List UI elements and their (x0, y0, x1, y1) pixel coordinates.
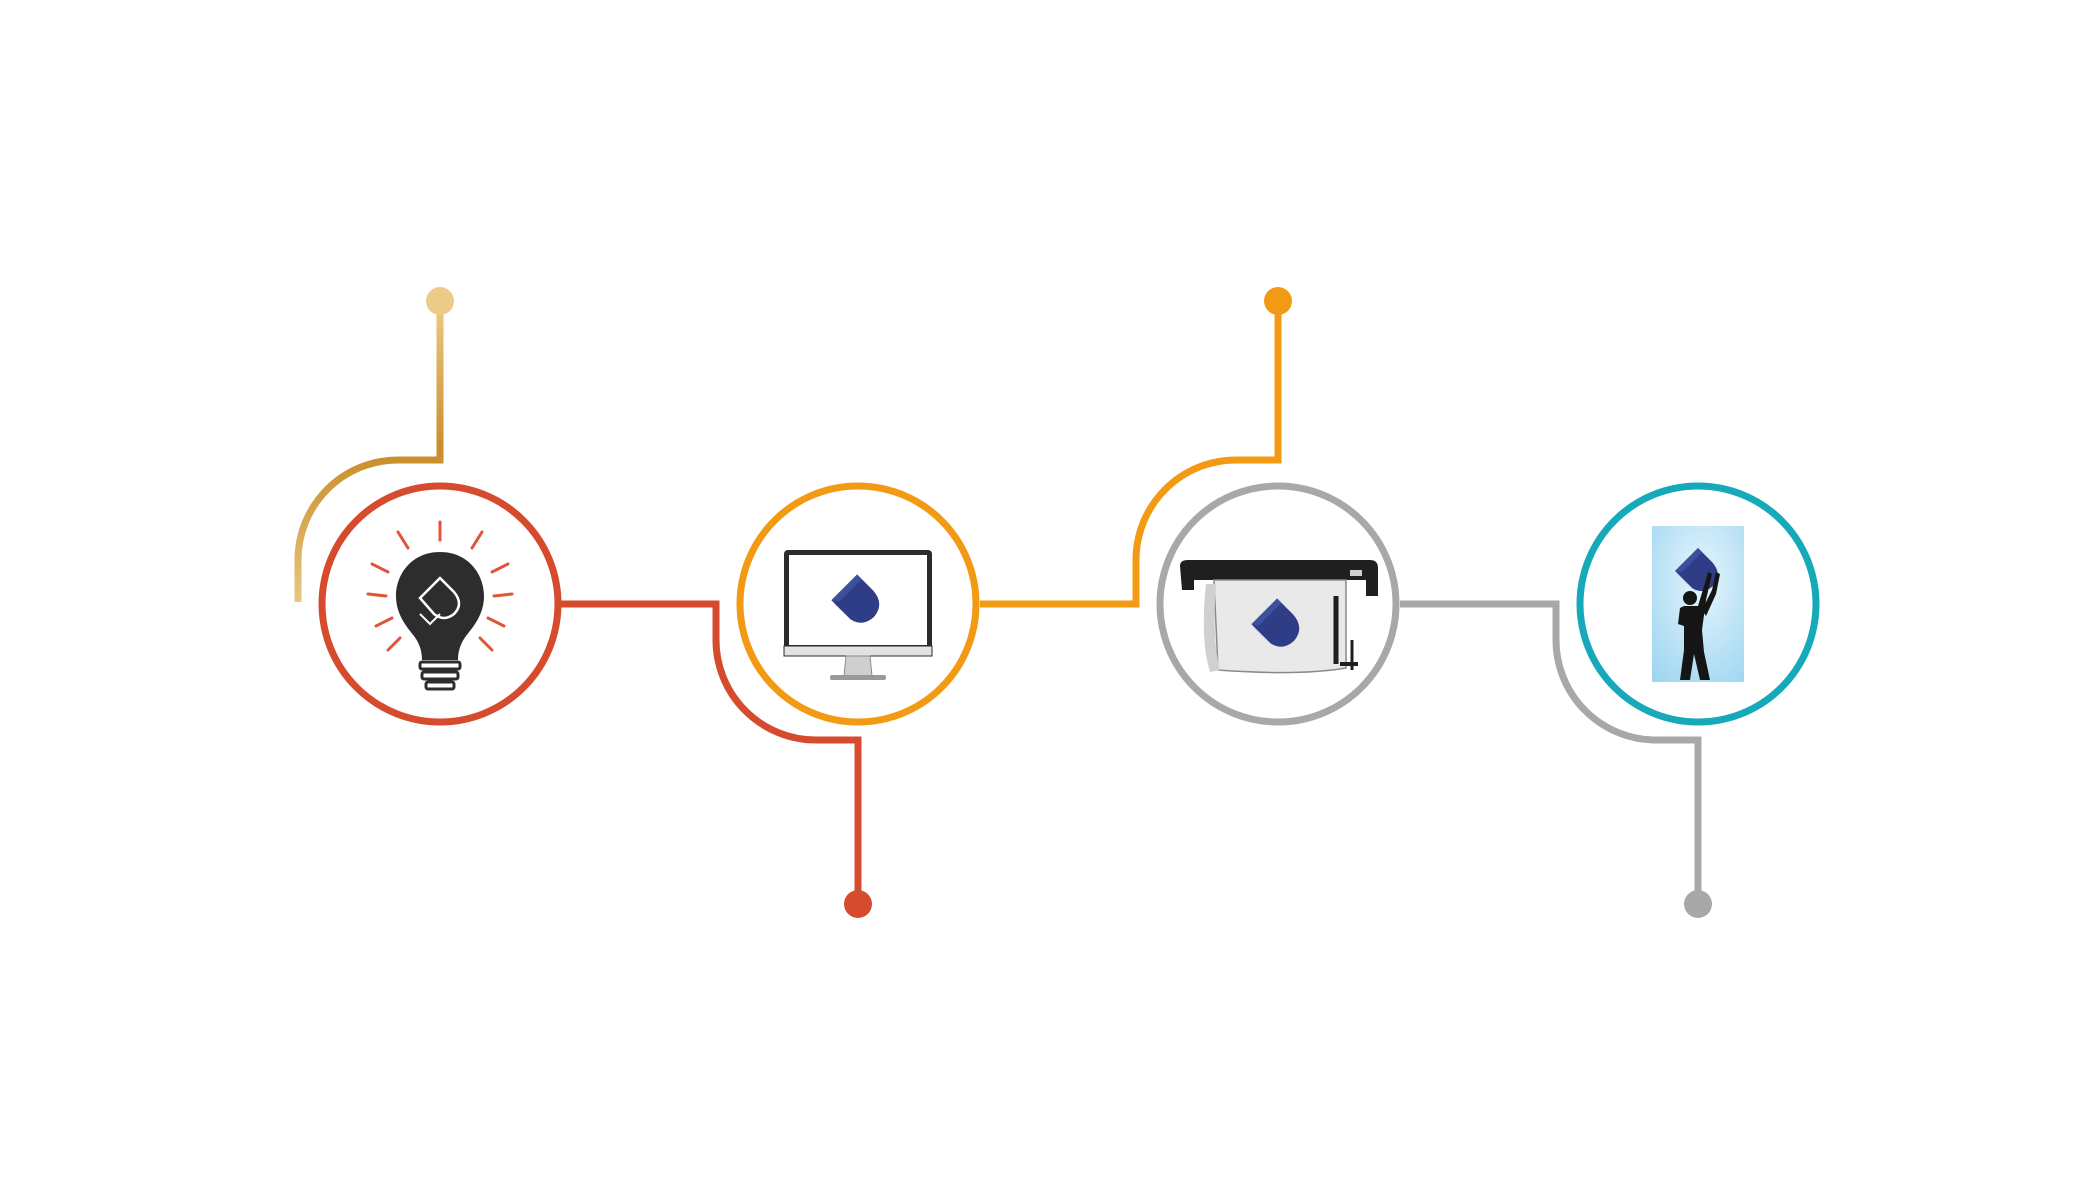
step-design (736, 482, 980, 726)
step-idea (318, 482, 562, 726)
printer-icon (1180, 560, 1378, 674)
orange-end-dot (1264, 287, 1292, 315)
connector-lines (135, 287, 1712, 918)
lightbulb-icon (366, 520, 514, 691)
monitor-icon (783, 550, 933, 680)
step-install (1576, 482, 1820, 726)
gold-end-dot (426, 287, 454, 315)
red-end-dot (844, 890, 872, 918)
gold-arc-step-1 (294, 301, 444, 602)
orange-line-step-2-3 (980, 301, 1282, 608)
gray-line-step-3-4 (1400, 600, 1702, 904)
step-print (1156, 482, 1400, 726)
red-line-step-1-2 (560, 600, 862, 904)
installer-icon (1652, 526, 1744, 682)
gray-end-dot (1684, 890, 1712, 918)
